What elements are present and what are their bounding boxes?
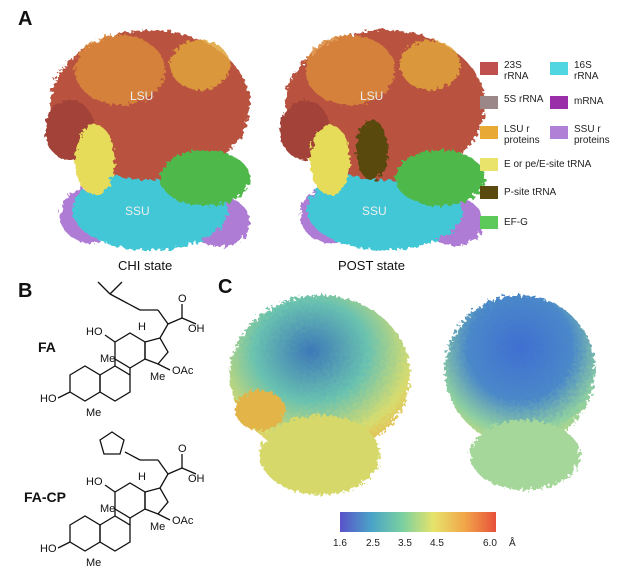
fa-cp-me-mid: Me (100, 503, 115, 515)
legend-swatch-5s (480, 96, 498, 109)
legend-label-lsu-proteins: LSU r proteins (504, 124, 540, 146)
legend-label-ssu-proteins: SSU r proteins (574, 124, 610, 146)
post-ssu-label: SSU (362, 204, 387, 218)
fa-cp-me-right: Me (150, 521, 165, 533)
legend-label-mrna: mRNA (574, 96, 604, 107)
colorbar-tick-5: 6.0 (483, 538, 497, 549)
chi-ssu-label: SSU (125, 204, 150, 218)
fa-o: O (178, 293, 187, 305)
panel-label-b: B (18, 280, 33, 302)
colorbar-unit: Å (509, 538, 516, 549)
legend-swatch-ef-g (480, 216, 498, 229)
panel-label-a: A (18, 8, 33, 30)
legend-swatch-mrna (550, 96, 568, 109)
fa-cp-skeleton (57, 431, 197, 552)
fa-oac: OAc (172, 365, 194, 377)
panel-b-structures: FA HO HO OAc OH O Me Me Me H FA-CP HO HO… (24, 281, 205, 569)
legend-swatch-p-trna (480, 186, 498, 199)
legend-swatch-16s (550, 62, 568, 75)
legend-label-23s: 23S rRNA (504, 60, 529, 82)
legend-label-p-trna: P-site tRNA (504, 187, 557, 198)
fa-cp-oac: OAc (172, 515, 194, 527)
panel-label-c: C (218, 276, 233, 298)
chi-state-ribosome (45, 30, 250, 250)
legend-label-16s: 16S rRNA (574, 60, 599, 82)
fa-cp-oh: OH (188, 473, 205, 485)
legend-swatch-lsu-proteins (480, 126, 498, 139)
post-lsu-label: LSU (360, 89, 383, 103)
colorbar-tick-1: 1.6 (333, 538, 347, 549)
post-state-ribosome (280, 30, 485, 250)
fa-me-right: Me (150, 371, 165, 383)
colorbar-tick-2: 2.5 (366, 538, 380, 549)
colorbar (340, 512, 496, 532)
post-state-label: POST state (338, 258, 405, 273)
legend-swatch-23s (480, 62, 498, 75)
panel-a-structures: LSU SSU LSU SSU (45, 30, 485, 250)
map-right (445, 295, 595, 490)
legend-swatch-ssu-proteins (550, 126, 568, 139)
fa-oh: OH (188, 323, 205, 335)
fa-ho-left: HO (40, 393, 57, 405)
colorbar-tick-3: 3.5 (398, 538, 412, 549)
map-left (230, 295, 410, 495)
compound-label-fa-cp: FA-CP (24, 489, 66, 505)
fa-me-mid: Me (100, 353, 115, 365)
fa-cp-h: H (138, 471, 146, 483)
fa-h: H (138, 321, 146, 333)
panel-c-maps (230, 295, 595, 495)
legend-swatch-e-trna (480, 158, 498, 171)
fa-cp-ho-left: HO (40, 543, 57, 555)
fa-ho-top: HO (86, 326, 103, 338)
fa-cp-me-bottom: Me (86, 557, 101, 569)
legend-label-5s: 5S rRNA (504, 94, 544, 105)
legend: 23S rRNA 16S rRNA 5S rRNA mRNA LSU r pro… (480, 60, 620, 240)
legend-label-e-trna: E or pe/E-site tRNA (504, 159, 592, 170)
legend-label-ef-g: EF-G (504, 217, 528, 228)
chi-lsu-label: LSU (130, 89, 153, 103)
compound-label-fa: FA (38, 339, 56, 355)
fa-cp-ho-top: HO (86, 476, 103, 488)
chi-state-label: CHI state (118, 258, 173, 273)
fa-skeleton (57, 281, 197, 402)
colorbar-tick-4: 4.5 (430, 538, 444, 549)
fa-cp-o: O (178, 443, 187, 455)
fa-me-bottom: Me (86, 407, 101, 419)
